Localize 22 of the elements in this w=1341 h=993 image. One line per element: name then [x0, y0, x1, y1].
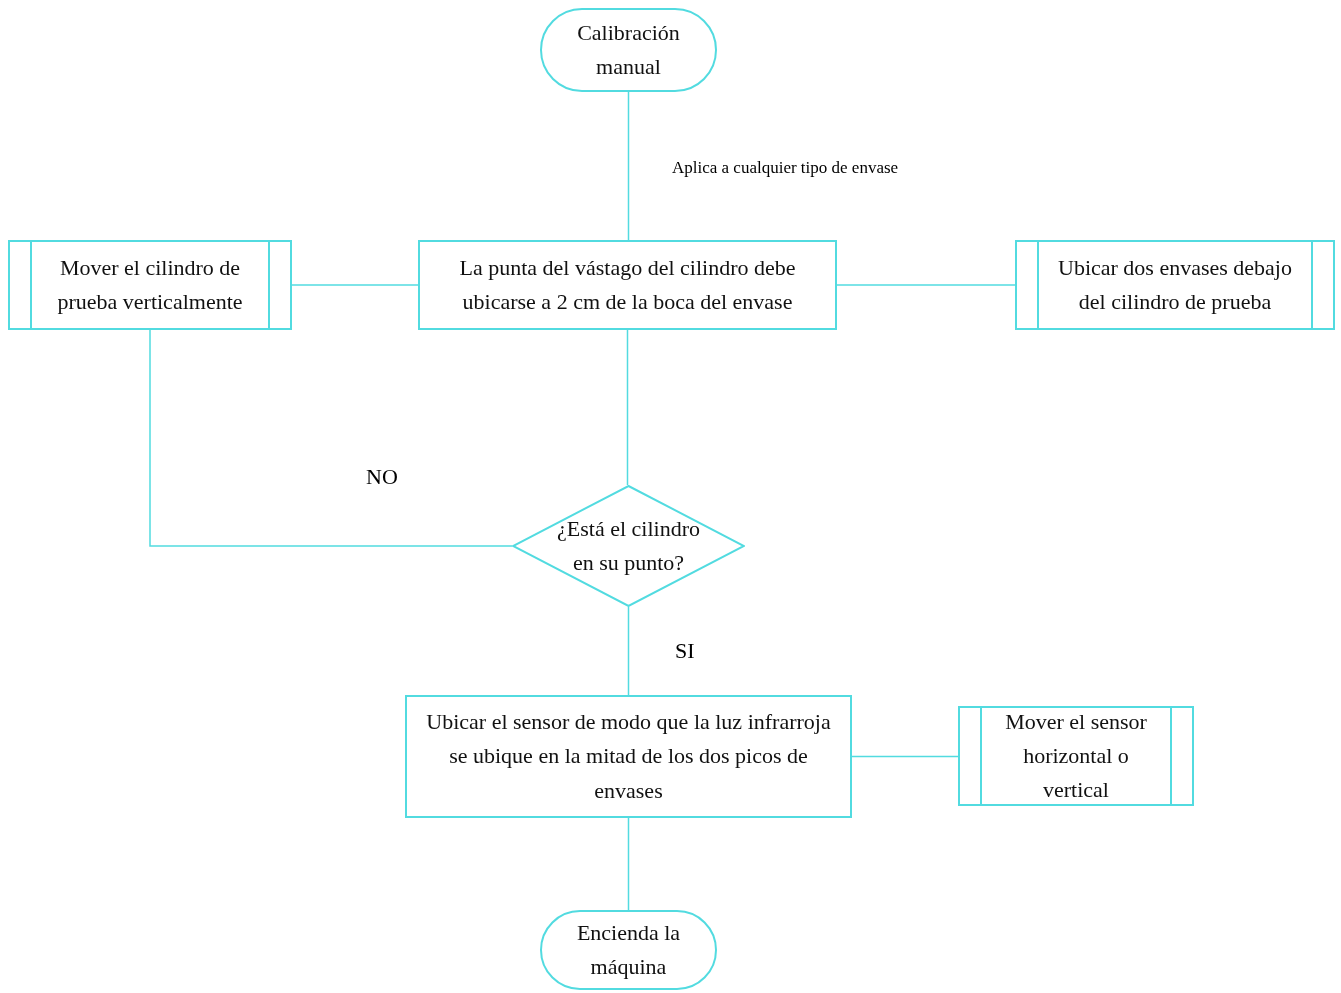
node-text: Ubicar dos envases debajo del cilindro de prueba [1057, 253, 1293, 316]
node-text: La punta del vástago del cilindro debe ubicarse a 2 cm de la boca del envase [458, 253, 797, 316]
node-text: Encienda la máquina [575, 918, 682, 981]
predefined-process-box [1015, 240, 1335, 330]
connector-line [291, 284, 419, 286]
process-box [418, 240, 837, 330]
node-text: ¿Está el cilindro en su punto? [556, 514, 701, 577]
connector-line [626, 329, 629, 486]
decision-diamond [512, 485, 745, 607]
node-text: Mover el cilindro de prueba verticalmente [56, 253, 244, 316]
process-box [405, 695, 852, 818]
connector-line [627, 91, 630, 241]
node-text: Ubicar el sensor de modo que la luz infrarroja se ubique en la mitad de los dos picos de envases [425, 708, 832, 805]
node-text: Mover el sensor horizontal o vertical [1004, 707, 1148, 805]
connector-line [851, 755, 959, 758]
connector-line [627, 606, 630, 696]
predefined-process-box [8, 240, 292, 330]
node-text: Calibración manual [576, 18, 681, 81]
predefined-process-box [958, 706, 1194, 806]
connector-line [836, 284, 1016, 286]
connector-line [627, 817, 630, 911]
connector-line [149, 329, 513, 547]
